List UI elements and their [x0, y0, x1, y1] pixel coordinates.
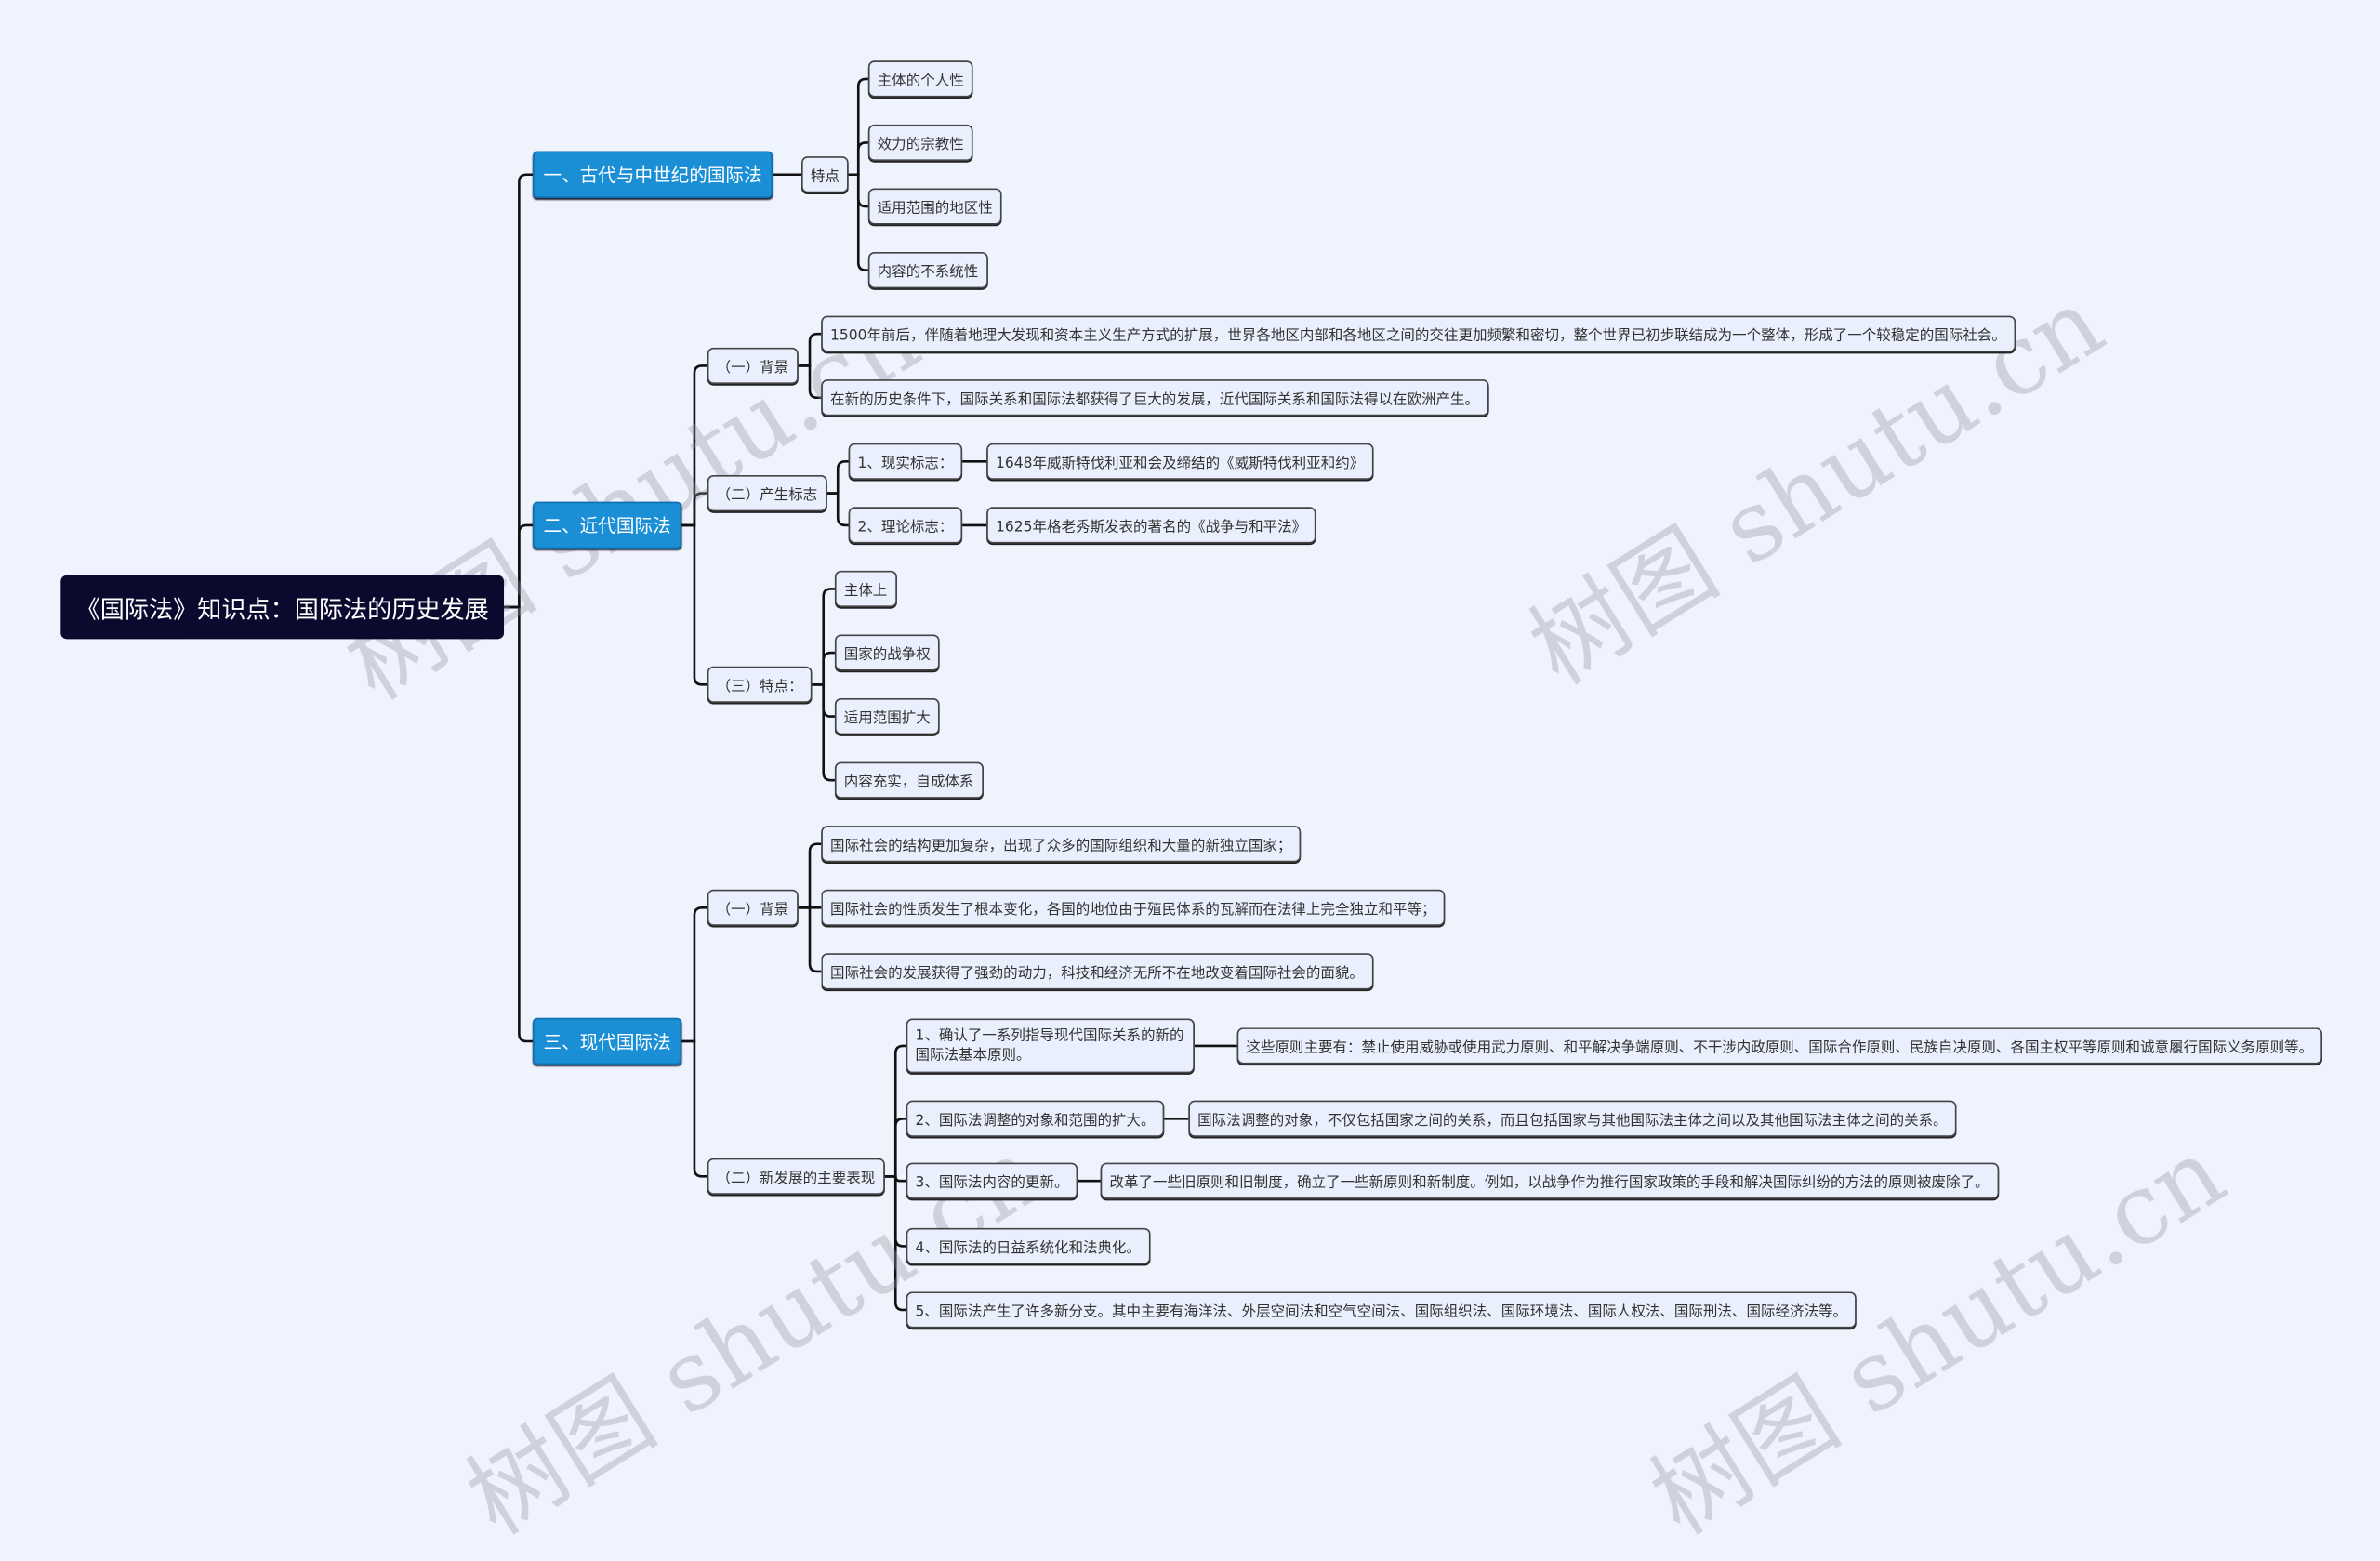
- contemporary-background-item[interactable]: 国际社会的性质发生了根本变化，各国的地位由于殖民体系的瓦解而在法律上完全独立和平…: [821, 889, 1446, 926]
- early-feature-item[interactable]: 国家的战争权: [834, 634, 940, 671]
- contemporary-background[interactable]: （一）背景: [707, 889, 798, 926]
- mind-map-canvas: 树图 shutu.cn 树图 shutu.cn 树图 shutu.cn 树图 s…: [60, 60, 2322, 1557]
- early-signs[interactable]: （二）产生标志: [707, 475, 827, 512]
- connector-line: [884, 1117, 906, 1178]
- root-topic[interactable]: 《国际法》知识点：国际法的历史发展: [60, 575, 505, 640]
- branch-modern-early[interactable]: 二、近代国际法: [533, 501, 682, 549]
- practical-sign-detail[interactable]: 1648年威斯特伐利亚和会及缔结的《威斯特伐利亚和约》: [986, 443, 1374, 480]
- early-background-item[interactable]: 1500年前后，伴随着地理大发现和资本主义生产方式的扩展，世界各地区内部和各地区…: [821, 315, 2016, 352]
- early-background-item[interactable]: 在新的历史条件下，国际关系和国际法都获得了巨大的发展，近代国际关系和国际法得以在…: [821, 379, 1488, 417]
- practical-sign[interactable]: 1、现实标志：: [848, 443, 963, 480]
- development-detail[interactable]: 这些原则主要有：禁止使用威胁或使用武力原则、和平解决争端原则、不干涉内政原则、国…: [1236, 1027, 2322, 1065]
- branch-contemporary[interactable]: 三、现代国际法: [533, 1017, 682, 1065]
- contemporary-background-item[interactable]: 国际社会的结构更加复杂，出现了众多的国际组织和大量的新独立国家；: [821, 826, 1302, 863]
- connector-line: [884, 1044, 906, 1178]
- connector-line: [884, 1174, 906, 1312]
- connector-line: [812, 651, 835, 686]
- connector-line: [681, 1039, 707, 1178]
- ancient-features[interactable]: 特点: [801, 156, 849, 193]
- connector-line: [812, 588, 835, 686]
- connector-line: [798, 332, 822, 367]
- connector-line: [848, 77, 868, 177]
- development-detail[interactable]: 国际法调整的对象，不仅包括国家之间的关系，而且包括国家与其他国际法主体之间以及其…: [1188, 1100, 1957, 1137]
- theoretical-sign-detail[interactable]: 1625年格老秀斯发表的著名的《战争与和平法》: [986, 507, 1316, 544]
- ancient-feature-item[interactable]: 效力的宗教性: [867, 124, 973, 162]
- connector-line: [504, 605, 534, 1043]
- ancient-feature-item[interactable]: 内容的不系统性: [867, 252, 988, 289]
- connector-line: [681, 906, 707, 1043]
- connector-line: [848, 141, 868, 177]
- branch-ancient[interactable]: 一、古代与中世纪的国际法: [533, 151, 774, 199]
- development-item[interactable]: 4、国际法的日益系统化和法典化。: [906, 1227, 1150, 1264]
- connector-lines: [504, 77, 1237, 1312]
- contemporary-background-item[interactable]: 国际社会的发展获得了强劲的动力，科技和经济无所不在地改变着国际社会的面貌。: [821, 953, 1373, 990]
- connector-line: [681, 492, 707, 527]
- development-item[interactable]: 1、确认了一系列指导现代国际关系的新的国际法基本原则。: [906, 1018, 1195, 1074]
- ancient-feature-item[interactable]: 适用范围的地区性: [867, 188, 1002, 225]
- connector-line: [681, 364, 707, 527]
- development-item[interactable]: 5、国际法产生了许多新分支。其中主要有海洋法、外层空间法和空气空间法、国际组织法…: [906, 1291, 1857, 1329]
- connector-line: [798, 906, 822, 973]
- connector-line: [848, 173, 868, 271]
- connector-line: [826, 460, 849, 495]
- connector-line: [504, 173, 534, 609]
- connector-line: [681, 523, 707, 686]
- early-feature-item[interactable]: 内容充实，自成体系: [834, 761, 984, 799]
- connector-line: [504, 523, 534, 609]
- early-features[interactable]: （三）特点：: [707, 666, 813, 703]
- development-detail[interactable]: 改革了一些旧原则和旧制度，确立了一些新原则和新制度。例如，以战争作为推行国家政策…: [1100, 1162, 1999, 1199]
- early-background[interactable]: （一）背景: [707, 347, 798, 385]
- connector-line: [798, 364, 822, 400]
- theoretical-sign[interactable]: 2、理论标志：: [848, 507, 963, 544]
- new-developments[interactable]: （二）新发展的主要表现: [707, 1158, 885, 1195]
- connector-line: [826, 492, 849, 527]
- early-feature-item[interactable]: 适用范围扩大: [834, 698, 940, 735]
- ancient-feature-item[interactable]: 主体的个人性: [867, 60, 973, 98]
- early-feature-item[interactable]: 主体上: [834, 570, 897, 608]
- connector-line: [798, 842, 822, 909]
- development-item[interactable]: 2、国际法调整的对象和范围的扩大。: [906, 1100, 1165, 1137]
- connector-line: [812, 683, 835, 782]
- development-item[interactable]: 3、国际法内容的更新。: [906, 1162, 1078, 1199]
